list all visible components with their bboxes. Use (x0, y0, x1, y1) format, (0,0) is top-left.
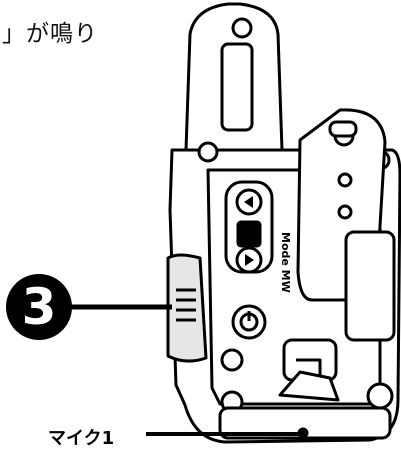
top-window (220, 42, 254, 132)
callout-number-3: 3 (6, 274, 72, 340)
body-screw-icon-left (197, 141, 219, 163)
mode-button (236, 220, 262, 248)
right-side-panel (344, 230, 396, 342)
side-button-3 (166, 253, 208, 363)
caption-text: 」が鳴り (2, 21, 98, 47)
antenna-screw-icon (231, 17, 253, 39)
mic-callout-label: マイク1 (48, 428, 115, 449)
engraving-text: Mode MW (279, 232, 292, 293)
